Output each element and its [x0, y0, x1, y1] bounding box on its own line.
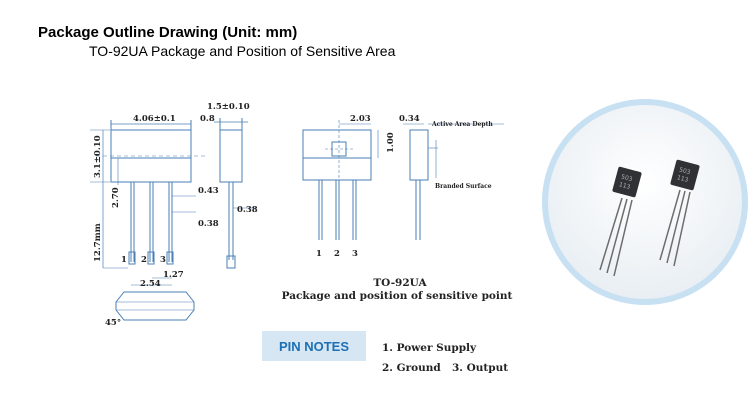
dim-lead-thickness-a: 0.38	[198, 219, 219, 229]
dim-depth: 0.34	[399, 114, 420, 124]
left-pin-3: 3	[160, 255, 166, 265]
dim-lead-thickness-b: 0.38	[237, 205, 258, 215]
caption-package-description: Package and position of sensitive point	[281, 290, 513, 302]
left-pin-1: 1	[121, 255, 127, 265]
middle-sensitive-area-drawing: 2.03 0.34 1.00 Active Area Depth Branded…	[302, 114, 504, 259]
dim-thickness: 1.5±0.10	[207, 102, 250, 112]
middle-pin-1: 1	[316, 249, 322, 259]
svg-text:503: 503	[678, 166, 691, 176]
page-subheading: TO-92UA Package and Position of Sensitiv…	[89, 43, 396, 59]
middle-pin-2: 2	[334, 249, 340, 259]
caption-package-name: TO-92UA	[373, 277, 427, 289]
svg-text:113: 113	[676, 174, 689, 184]
dim-body-height: 3.1±0.10	[93, 135, 103, 178]
pin-notes-button: PIN NOTES	[262, 331, 366, 361]
dim-vertical-offset: 1.00	[386, 132, 396, 153]
middle-pin-3: 3	[352, 249, 358, 259]
svg-text:113: 113	[618, 181, 631, 191]
dim-total-height: 12.7mm	[93, 223, 103, 262]
dim-half-pitch: 1.27	[163, 270, 184, 280]
dim-width: 4.06±0.1	[133, 114, 176, 124]
pin-note-2: 2. Ground	[382, 362, 441, 374]
pin-notes-label: PIN NOTES	[278, 338, 350, 354]
svg-text:503: 503	[620, 173, 633, 183]
dim-lead-width: 0.43	[198, 186, 219, 196]
dim-pitch: 2.54	[140, 279, 161, 289]
branded-surface-label: Branded Surface	[435, 183, 492, 190]
chip-body-1: 503 113	[612, 166, 642, 198]
left-outline-drawing: 4.06±0.1 1.5±0.10 0.8 3.1±0.10 2.70 12.7…	[90, 102, 258, 328]
dim-center-offset: 2.03	[350, 114, 371, 124]
dim-thickness-detail: 0.8	[200, 114, 215, 124]
package-photo: 503 113 503 113	[542, 99, 748, 305]
pin-note-3: 3. Output	[452, 362, 509, 374]
chip-body-2: 503 113	[670, 159, 700, 191]
active-area-label: Active Area Depth	[431, 121, 493, 128]
dim-shoulder: 2.70	[111, 187, 121, 208]
pin-note-1: 1. Power Supply	[382, 342, 477, 354]
page-heading: Package Outline Drawing (Unit: mm)	[38, 24, 298, 41]
left-pin-2: 2	[141, 255, 147, 265]
dim-angle: 45°	[105, 318, 121, 328]
